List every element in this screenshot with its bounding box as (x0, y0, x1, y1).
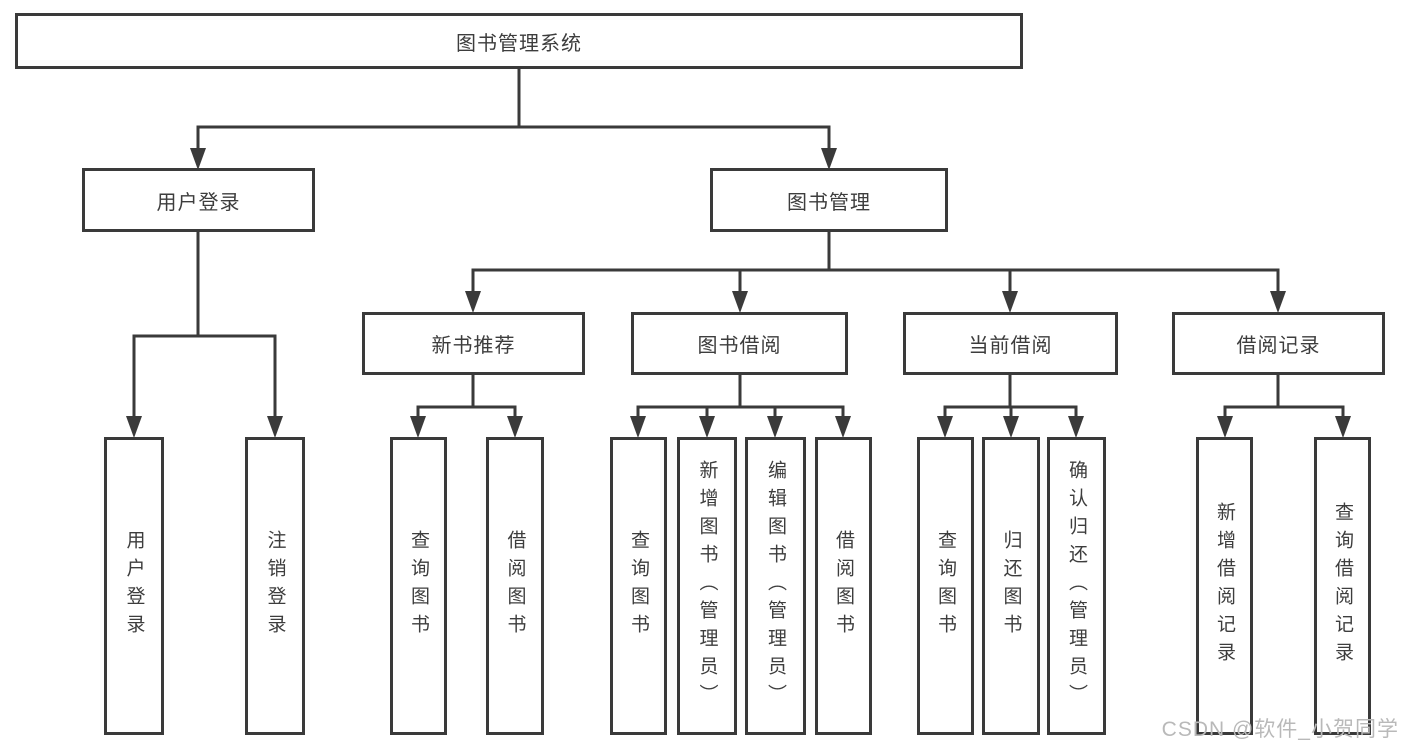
connector-userlogin-to-leaves (126, 232, 283, 438)
connector-current-to-leaves (937, 375, 1084, 438)
connector-newbook-to-leaves (410, 375, 523, 438)
node-book-management: 图书管理 (710, 168, 948, 232)
leaf-user-login: 用户登录 (104, 437, 164, 735)
leaf-logout: 注销登录 (245, 437, 305, 735)
leaf-current-confirm-return: 确认归还（管理员） (1047, 437, 1106, 735)
connector-bookmgmt-to-level3 (465, 232, 1286, 313)
node-root-system: 图书管理系统 (15, 13, 1023, 69)
connector-root-to-level2 (190, 69, 837, 170)
leaf-records-query-record: 查询借阅记录 (1314, 437, 1371, 735)
leaf-current-return-books: 归还图书 (982, 437, 1040, 735)
node-current-borrowing: 当前借阅 (903, 312, 1118, 375)
leaf-borrowing-borrow-books: 借阅图书 (815, 437, 872, 735)
leaf-records-add-record: 新增借阅记录 (1196, 437, 1253, 735)
node-new-book-recommend: 新书推荐 (362, 312, 585, 375)
csdn-watermark: CSDN @软件_小贺同学 (1161, 718, 1399, 741)
node-book-borrowing: 图书借阅 (631, 312, 848, 375)
leaf-newbook-query-books: 查询图书 (390, 437, 447, 735)
leaf-borrowing-add-books: 新增图书（管理员） (677, 437, 737, 735)
leaf-borrowing-edit-books: 编辑图书（管理员） (745, 437, 806, 735)
node-borrowing-records: 借阅记录 (1172, 312, 1385, 375)
connector-records-to-leaves (1217, 375, 1351, 438)
leaf-borrowing-query-books: 查询图书 (610, 437, 667, 735)
connector-borrowing-to-leaves (630, 375, 851, 438)
leaf-newbook-borrow-books: 借阅图书 (486, 437, 544, 735)
leaf-current-query-books: 查询图书 (917, 437, 974, 735)
node-user-login: 用户登录 (82, 168, 315, 232)
